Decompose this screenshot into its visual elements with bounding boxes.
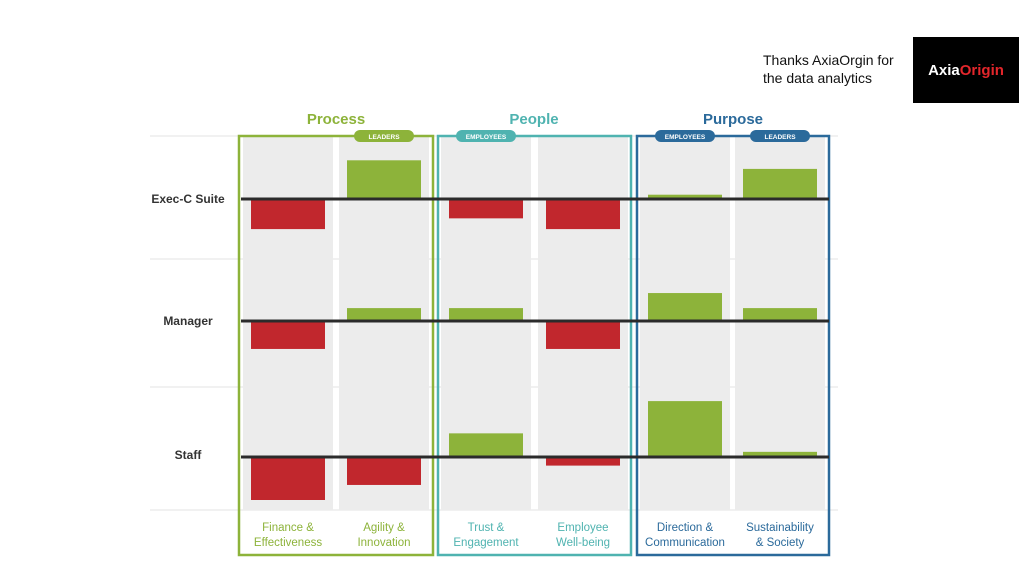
group-tag-pill [354, 130, 414, 142]
category-label: Direction & [657, 522, 714, 534]
bar [251, 457, 325, 500]
category-label: Communication [645, 537, 725, 549]
bar [648, 194, 722, 199]
bar [251, 199, 325, 230]
group-tag-label: EMPLOYEES [466, 134, 507, 141]
bar [743, 168, 817, 199]
category-label: Innovation [357, 537, 410, 549]
bar [449, 433, 523, 457]
category-label: Agility & [363, 522, 405, 534]
row-label: Exec-C Suite [151, 192, 225, 206]
bar [347, 308, 421, 321]
category-label: Well-being [556, 537, 610, 549]
credit-line-1: Thanks AxiaOrgin for [763, 52, 894, 68]
group-title-purpose: Purpose [703, 111, 763, 128]
bar [648, 293, 722, 321]
group-tag-label: EMPLOYEES [665, 134, 706, 141]
group-title-process: Process [307, 111, 365, 128]
bar [449, 199, 523, 219]
credit-text: Thanks AxiaOrgin for the data analytics [763, 51, 913, 87]
row-label: Manager [163, 314, 213, 328]
bar [347, 457, 421, 485]
bar [251, 321, 325, 349]
category-label: & Society [756, 537, 805, 549]
group-tag-label: LEADERS [764, 134, 796, 141]
logo-text-origin: Origin [959, 61, 1004, 79]
group-title-people: People [509, 111, 558, 128]
bar [743, 308, 817, 321]
bar [546, 321, 620, 349]
group-box-purpose [635, 134, 831, 557]
bar [347, 160, 421, 199]
bar [546, 457, 620, 466]
credit-line-2: the data analytics [763, 70, 872, 86]
row-label: Staff [175, 448, 203, 462]
group-box-process [237, 134, 435, 557]
group-tag-label: LEADERS [368, 134, 400, 141]
bar [743, 451, 817, 457]
category-label: Sustainability [746, 522, 814, 534]
category-label: Trust & [468, 522, 505, 534]
group-tag-pill [456, 130, 516, 142]
logo-text-axia: Axia [928, 61, 960, 79]
bar [648, 401, 722, 457]
category-label: Engagement [453, 537, 519, 549]
bar [449, 308, 523, 321]
group-tag-pill [750, 130, 810, 142]
category-label: Effectiveness [254, 537, 322, 549]
bar [546, 199, 620, 230]
group-box-people [436, 134, 633, 557]
category-label: Finance & [262, 522, 314, 534]
group-tag-pill [655, 130, 715, 142]
category-label: Employee [557, 522, 608, 534]
